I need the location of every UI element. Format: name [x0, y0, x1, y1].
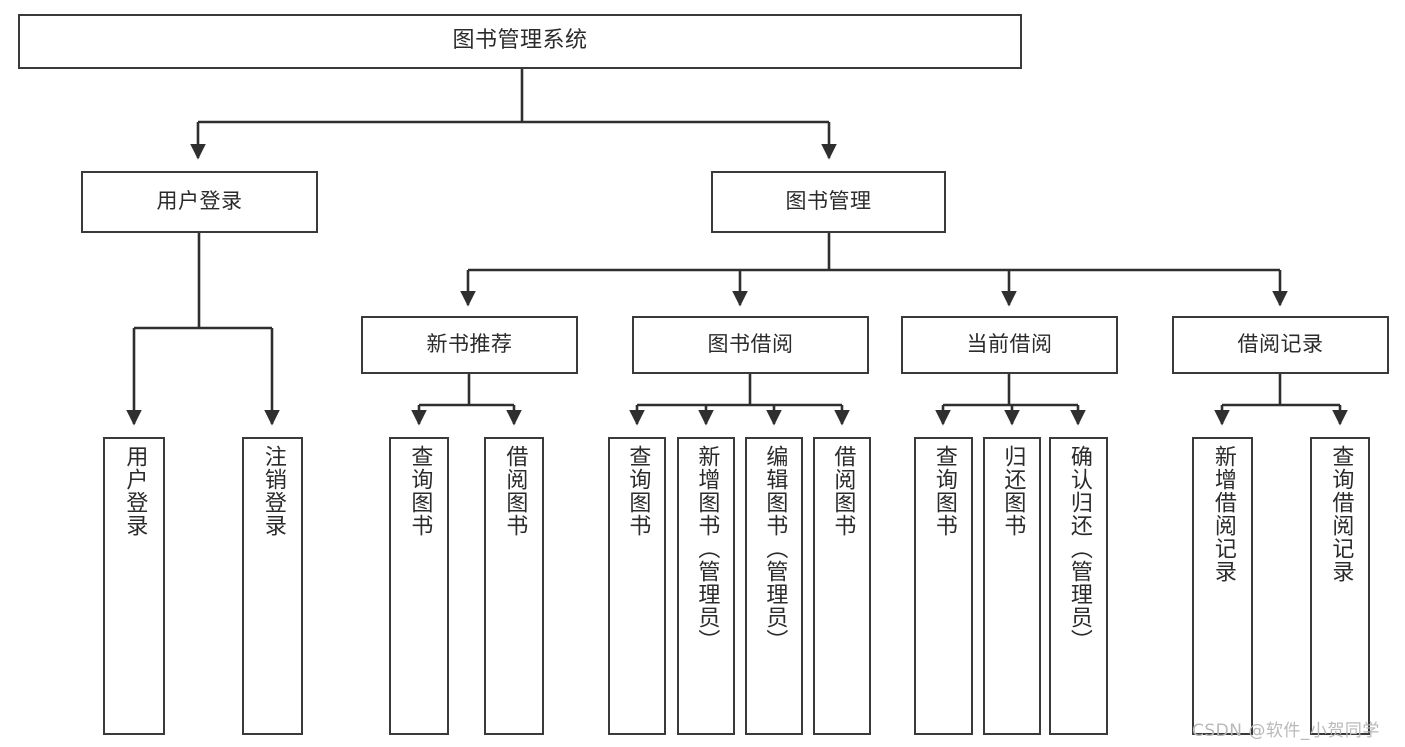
leaf-add-book-admin-label: 新增图书（管理员） [694, 445, 720, 652]
leaf-query-book-borrow-label: 查询图书 [625, 445, 651, 537]
node-root-label: 图书管理系统 [452, 28, 588, 54]
node-book-management-label: 图书管理 [785, 189, 872, 214]
leaf-user-login-label: 用户登录 [122, 445, 148, 537]
leaf-query-book-current[interactable]: 查询图书 [914, 437, 973, 735]
leaf-query-book-borrow[interactable]: 查询图书 [608, 437, 666, 735]
node-current-borrow[interactable]: 当前借阅 [901, 316, 1118, 374]
leaf-query-book-new[interactable]: 查询图书 [389, 437, 449, 735]
leaf-confirm-return-admin-label: 确认归还（管理员） [1066, 445, 1092, 652]
node-book-borrow-label: 图书借阅 [707, 332, 794, 357]
leaf-confirm-return-admin[interactable]: 确认归还（管理员） [1049, 437, 1108, 735]
node-book-management[interactable]: 图书管理 [711, 171, 946, 233]
leaf-logout[interactable]: 注销登录 [242, 437, 303, 735]
leaf-edit-book-admin[interactable]: 编辑图书（管理员） [745, 437, 803, 735]
node-new-book-recommend[interactable]: 新书推荐 [361, 316, 578, 374]
leaf-borrow-book-new-label: 借阅图书 [502, 445, 528, 537]
node-book-borrow[interactable]: 图书借阅 [632, 316, 869, 374]
leaf-query-borrow-record-label: 查询借阅记录 [1328, 445, 1354, 583]
node-user-login[interactable]: 用户登录 [81, 171, 318, 233]
leaf-query-borrow-record[interactable]: 查询借阅记录 [1310, 437, 1370, 735]
leaf-add-book-admin[interactable]: 新增图书（管理员） [677, 437, 735, 735]
watermark: CSDN @软件_小贺同学 [1192, 721, 1380, 741]
leaf-user-login[interactable]: 用户登录 [103, 437, 165, 735]
node-user-login-label: 用户登录 [156, 189, 243, 214]
leaf-borrow-book-new[interactable]: 借阅图书 [484, 437, 544, 735]
leaf-add-borrow-record-label: 新增借阅记录 [1210, 445, 1236, 583]
leaf-logout-label: 注销登录 [260, 445, 286, 537]
leaf-query-book-current-label: 查询图书 [931, 445, 957, 537]
leaf-query-book-new-label: 查询图书 [407, 445, 433, 537]
node-new-book-recommend-label: 新书推荐 [426, 332, 513, 357]
node-current-borrow-label: 当前借阅 [966, 332, 1053, 357]
leaf-borrow-book[interactable]: 借阅图书 [813, 437, 871, 735]
node-borrow-record-label: 借阅记录 [1237, 332, 1324, 357]
leaf-edit-book-admin-label: 编辑图书（管理员） [762, 445, 788, 652]
leaf-return-book-label: 归还图书 [1000, 445, 1026, 537]
leaf-return-book[interactable]: 归还图书 [983, 437, 1041, 735]
node-root[interactable]: 图书管理系统 [18, 14, 1022, 69]
node-borrow-record[interactable]: 借阅记录 [1172, 316, 1389, 374]
leaf-add-borrow-record[interactable]: 新增借阅记录 [1192, 437, 1253, 735]
leaf-borrow-book-label: 借阅图书 [830, 445, 856, 537]
